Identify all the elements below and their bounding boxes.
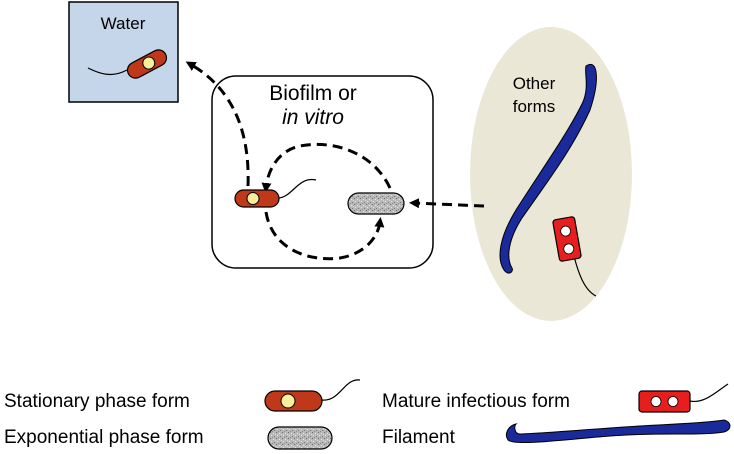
legend-exponential-label: Exponential phase form [4, 427, 204, 448]
biofilm-label-2: in vitro [282, 106, 344, 129]
water-flagellum [87, 67, 128, 76]
arrow-to-water [185, 61, 250, 187]
water-stationary-cell [126, 49, 168, 79]
legend-filament-symbol [505, 419, 731, 444]
legend-mature-label: Mature infectious form [382, 391, 570, 412]
other-forms-label-2: forms [513, 97, 556, 116]
cycle-arrow-bottom [264, 211, 385, 261]
water-label: Water [101, 14, 146, 33]
cycle-arrow-top [261, 142, 392, 193]
legend-mature-flagellum [689, 383, 729, 403]
legend-filament-label: Filament [382, 427, 456, 448]
legend-stationary-flagellum [321, 379, 361, 401]
mature-flagellum [573, 255, 597, 297]
biofilm-stationary-cell [234, 189, 280, 208]
arrow-from-other-forms [409, 198, 485, 209]
biofilm-exponential-cell [347, 192, 405, 215]
legend-exponential-symbol [267, 426, 333, 450]
biofilm-label-1: Biofilm or [269, 82, 357, 105]
filament-shape [499, 63, 597, 274]
legend-mature-symbol [638, 390, 691, 413]
legend-stationary-label: Stationary phase form [4, 391, 190, 412]
biofilm-stationary-flagellum [277, 179, 317, 199]
other-forms-label-1: Other [513, 74, 556, 93]
mature-infectious-cell [552, 216, 582, 262]
legend-stationary-symbol [264, 390, 323, 412]
